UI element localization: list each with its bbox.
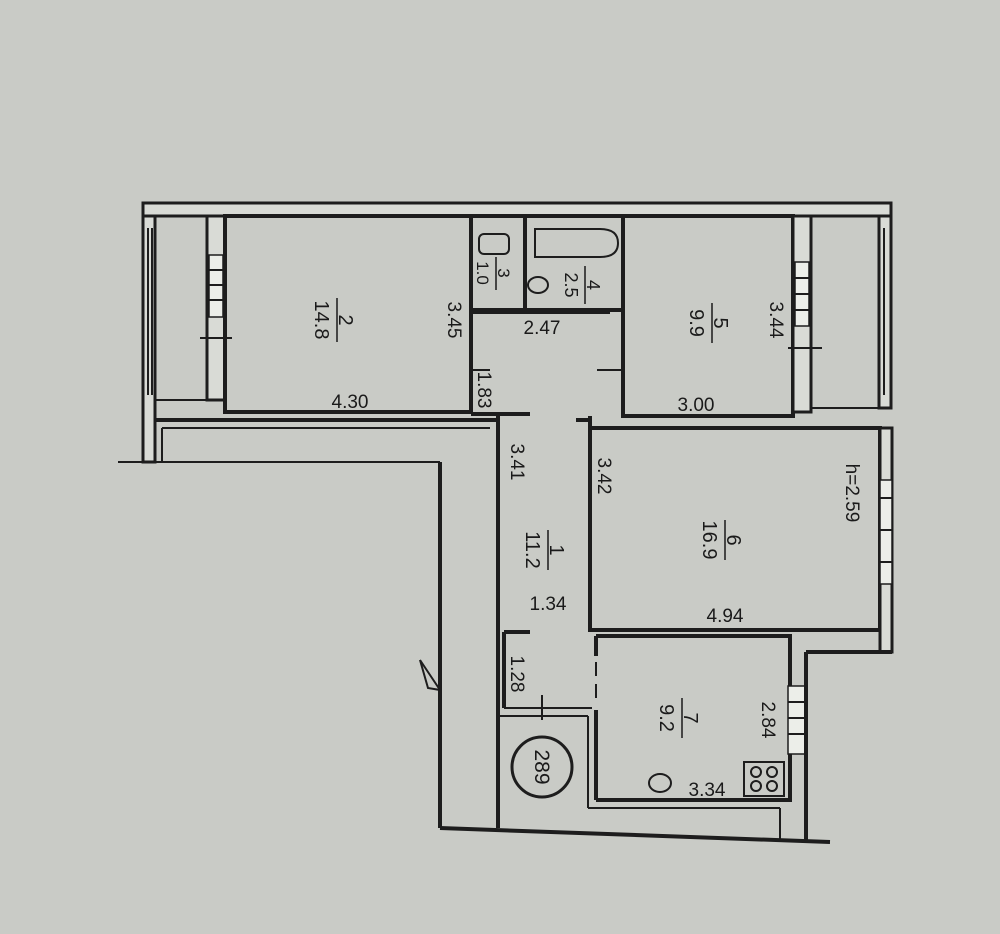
room-2-number: 2 [334,314,356,325]
stove-icon [743,761,785,797]
left-balcony [141,214,232,464]
dim-room-6-depth: 3.42 [593,458,614,495]
room-4-number: 4 [583,280,603,290]
ceiling-height: h=2.59 [841,464,862,523]
room-3-area: 1.0 [473,261,492,285]
dim-room-5-depth: 3.44 [765,302,786,339]
dim-hall-lower-width: 1.34 [530,594,567,615]
room-6 [588,426,882,632]
dim-room-2-depth: 3.45 [443,302,464,339]
dim-room-7-depth: 2.84 [757,702,778,739]
dim-room-2-width: 4.30 [332,392,369,413]
room-2-area: 14.8 [310,301,332,340]
room-7-area: 9.2 [655,704,677,732]
dim-room-5-width: 3.00 [678,395,715,416]
room-5-number: 5 [709,317,731,328]
dim-hall-width: 2.47 [524,318,561,339]
dim-room-7-width: 3.34 [689,780,726,801]
window-room-6 [879,479,893,585]
kitchen-sink-icon [648,773,672,793]
area-fraction-bars [336,257,726,738]
room-5-area: 9.9 [685,309,707,337]
window-kitchen [787,685,807,755]
room-7-number: 7 [679,712,701,723]
right-balcony [788,214,893,414]
room-1-number: 1 [545,544,567,555]
building-outline [118,418,831,844]
room-3-number: 3 [494,268,513,277]
room-6-area: 16.9 [698,521,720,560]
room-1-area: 11.2 [521,531,543,568]
room-4-area: 2.5 [561,272,581,297]
bathtub-icon [534,228,620,258]
toilet-icon [478,233,510,255]
sink-icon [527,276,549,294]
apartment-number: 289 [530,749,553,784]
room-6-number: 6 [722,534,744,545]
apartment-number-badge [510,735,574,799]
dim-hall-depth: 3.41 [506,444,527,481]
dim-hall-upper-depth: 1.83 [473,372,494,409]
dim-room-6-width: 4.94 [707,606,744,627]
dim-hall-lower-depth: 1.28 [506,656,527,693]
